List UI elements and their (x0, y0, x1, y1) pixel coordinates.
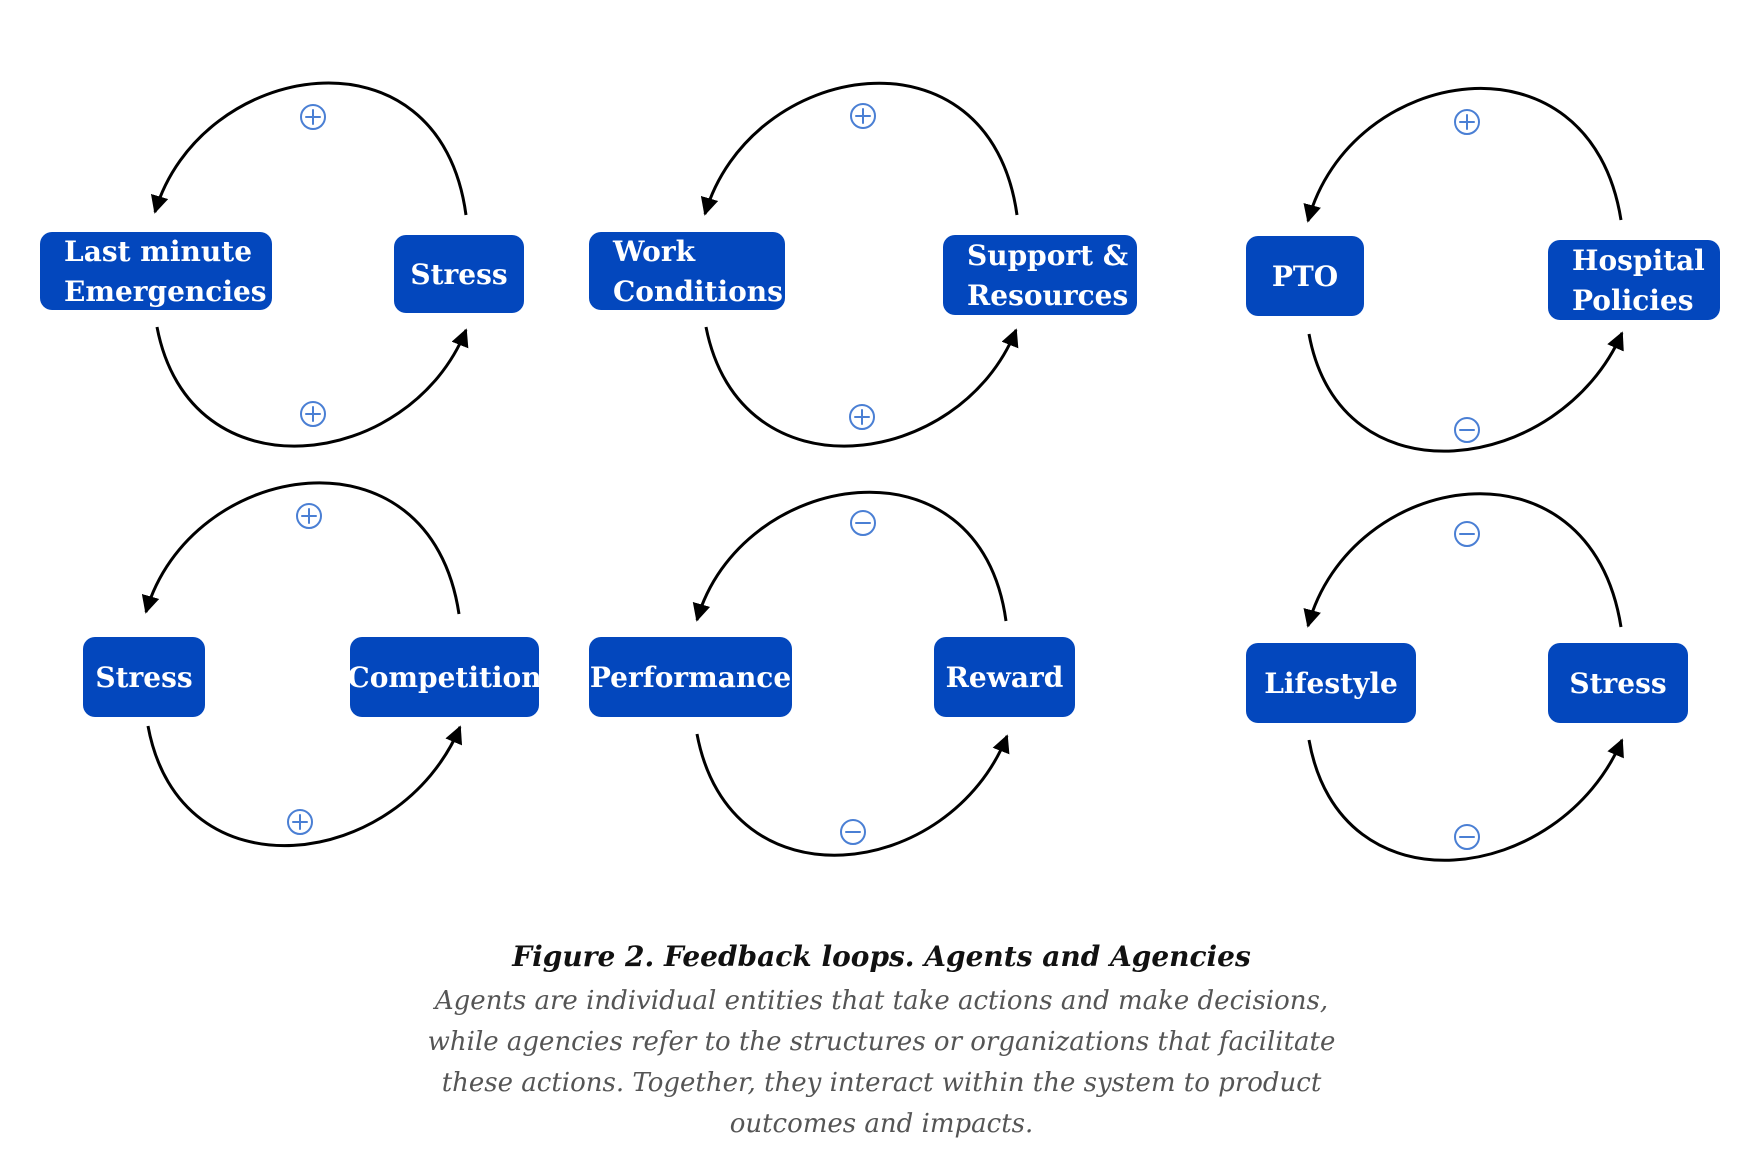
left-node-label: Emergencies (64, 275, 267, 308)
top-sign-minus-icon (850, 510, 876, 536)
right-node-box (943, 235, 1137, 315)
left-node-box (589, 637, 792, 717)
right-node-label: Stress (1569, 667, 1666, 700)
bottom-arrow (695, 733, 1010, 857)
bottom-arrow (1307, 738, 1624, 862)
left-node: Performance (589, 637, 792, 717)
right-node-box (394, 235, 524, 313)
left-node-box (1246, 643, 1416, 723)
top-sign-plus-icon (1454, 109, 1480, 135)
top-arrow (150, 81, 468, 216)
caption-title: Figure 2. Feedback loops. Agents and Age… (512, 940, 1251, 973)
left-node-label: Lifestyle (1264, 667, 1398, 700)
left-node-box (83, 637, 205, 717)
left-node-box (1246, 236, 1364, 316)
top-sign-plus-icon (300, 104, 326, 130)
left-node: Stress (83, 637, 205, 717)
right-node-label: Support & (967, 239, 1128, 272)
feedback-loops-diagram: Last minuteEmergenciesStressWorkConditio… (40, 81, 1720, 862)
bottom-arrow (155, 326, 469, 448)
top-arrow (141, 481, 461, 615)
bottom-sign-plus-icon (849, 404, 875, 430)
bottom-arrow (704, 326, 1019, 448)
bottom-sign-minus-icon (1454, 417, 1480, 443)
right-node-box (1548, 643, 1688, 723)
right-node-box (934, 637, 1075, 717)
right-node-label: Stress (410, 258, 507, 291)
left-node-label: PTO (1272, 260, 1338, 293)
right-node-box (1548, 240, 1720, 320)
right-node-label: Hospital (1572, 244, 1705, 277)
bottom-sign-minus-icon (1454, 824, 1480, 850)
right-node-label: Competition (347, 661, 541, 694)
left-node-box (40, 232, 272, 310)
feedback-loop-5: Performance Reward (589, 490, 1075, 857)
caption-body: Agents are individual entities that take… (427, 986, 1336, 1139)
bottom-sign-plus-icon (300, 401, 326, 427)
right-node: Reward (934, 637, 1075, 717)
bottom-sign-minus-icon (840, 819, 866, 845)
right-node: Support & Resources (943, 235, 1137, 315)
top-arrow (700, 81, 1019, 216)
figure-caption: Figure 2. Feedback loops. Agents and Age… (0, 940, 1763, 1145)
left-node: Lifestyle (1246, 643, 1416, 723)
bottom-arrow (146, 725, 463, 847)
left-node-label: Work (612, 235, 696, 268)
top-arrow (1303, 492, 1623, 628)
left-node-label: Stress (95, 661, 192, 694)
feedback-loop-6: Lifestyle Stress (1246, 492, 1688, 862)
left-node-box (589, 232, 785, 310)
top-arrow (1303, 86, 1623, 223)
bottom-arrow (1307, 331, 1624, 453)
left-node-label: Performance (590, 661, 791, 694)
right-node-label: Resources (967, 279, 1128, 312)
right-node-box (350, 637, 539, 717)
right-node: Stress (394, 235, 524, 313)
right-node-label: Policies (1572, 284, 1694, 317)
top-sign-plus-icon (850, 103, 876, 129)
left-node: PTO (1246, 236, 1364, 316)
top-sign-minus-icon (1454, 521, 1480, 547)
top-arrow (692, 490, 1008, 622)
feedback-loop-4: Stress Competition (83, 481, 542, 847)
left-node-label: Conditions (613, 275, 783, 308)
right-node: Stress (1548, 643, 1688, 723)
right-node: Competition (347, 637, 542, 717)
top-sign-plus-icon (296, 503, 322, 529)
right-node-label: Reward (946, 661, 1064, 694)
left-node-label: Last minute (64, 235, 252, 268)
bottom-sign-plus-icon (287, 809, 313, 835)
